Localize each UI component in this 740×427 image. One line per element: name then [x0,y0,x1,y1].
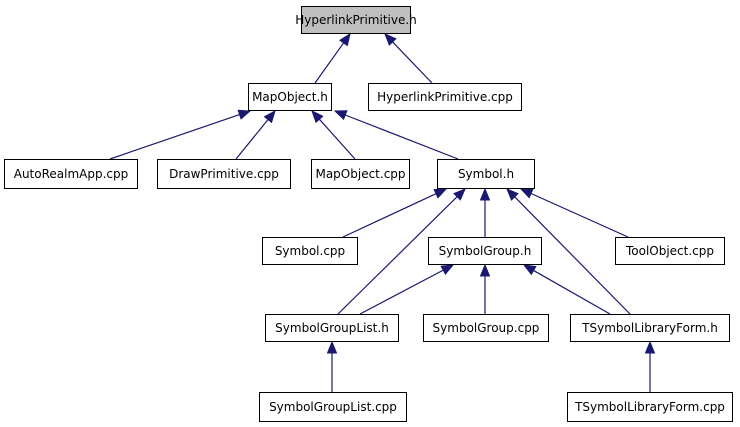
node-label: ToolObject.cpp [625,244,715,258]
arrowhead-symbolgrouplist_h-to-symbol_h [453,188,466,201]
arrowhead-toolobject_cpp-to-symbol_h [519,188,534,199]
node-hyperlinkprimitive-h[interactable]: HyperlinkPrimitive.h [295,6,417,34]
arrowhead-symbolgrouplist_h-to-symbolgroup_h [440,264,455,276]
arrowhead-hyperlink_primitive_cpp-to-hyperlink_primitive_h [384,33,397,46]
arrowhead-symbolgroup_h-to-symbol_h [479,187,491,201]
arrowhead-autorealmapp_cpp-to-mapobject_h [237,109,252,120]
node-label: Symbol.cpp [274,244,346,258]
arrowhead-drawprimitive_cpp-to-mapobject_h [263,109,276,124]
node-label: HyperlinkPrimitive.cpp [377,90,513,104]
node-label: AutoRealmApp.cpp [13,167,129,181]
node-toolobject-cpp[interactable]: ToolObject.cpp [615,237,725,265]
node-label: MapObject.h [252,90,328,104]
edge-symbolgrouplist_h-to-symbol_h [337,196,458,315]
node-symbolgroup-h[interactable]: SymbolGroup.h [428,237,542,265]
arrowhead-tsymbollibraryform_h-to-symbol_h [506,188,519,201]
edge-drawprimitive_cpp-to-mapobject_h [235,119,269,160]
arrowhead-symbol_h-to-mapobject_h [333,110,348,121]
arrowhead-symbol_cpp-to-symbol_h [433,188,448,199]
arrowhead-mapobject_h-to-hyperlink_primitive_h [339,32,351,47]
node-label: SymbolGroupList.h [275,321,389,335]
node-mapobject-cpp[interactable]: MapObject.cpp [311,159,410,189]
node-label: TSymbolLibraryForm.h [582,321,718,335]
node-hyperlinkprimitive-cpp[interactable]: HyperlinkPrimitive.cpp [368,83,522,111]
node-label: HyperlinkPrimitive.h [295,13,417,27]
edge-mapobject_h-to-hyperlink_primitive_h [314,42,345,84]
node-tsymbollibraryform-cpp[interactable]: TSymbolLibraryForm.cpp [567,392,733,422]
edge-autorealmapp_cpp-to-mapobject_h [109,113,240,160]
node-drawprimitive-cpp[interactable]: DrawPrimitive.cpp [157,159,291,189]
node-symbol-cpp[interactable]: Symbol.cpp [262,237,358,265]
edge-mapobject_cpp-to-mapobject_h [318,118,356,160]
edge-symbol_cpp-to-symbol_h [342,193,437,238]
node-label: DrawPrimitive.cpp [169,167,279,181]
arrowhead-symbolgrouplist_cpp-to-symbolgrouplist_h [326,340,338,354]
node-label: SymbolGroup.h [438,244,532,258]
node-autorealmapp-cpp[interactable]: AutoRealmApp.cpp [4,159,138,189]
node-tsymbollibraryform-h[interactable]: TSymbolLibraryForm.h [570,314,730,342]
node-label: Symbol.h [457,167,515,181]
node-mapobject-h[interactable]: MapObject.h [248,83,332,111]
edge-toolobject_cpp-to-symbol_h [530,192,629,238]
edge-tsymbollibraryform_h-to-symbol_h [514,196,631,315]
node-symbolgroup-cpp[interactable]: SymbolGroup.cpp [423,314,549,342]
node-label: SymbolGroupList.cpp [269,400,397,414]
arrowhead-symbolgroup_cpp-to-symbolgroup_h [479,263,491,277]
node-label: TSymbolLibraryForm.cpp [575,400,725,414]
arrowhead-mapobject_cpp-to-mapobject_h [311,110,324,124]
edge-symbolgrouplist_h-to-symbolgroup_h [359,269,444,315]
node-symbolgrouplist-h[interactable]: SymbolGroupList.h [265,314,399,342]
edge-symbol_h-to-mapobject_h [345,114,459,160]
node-symbolgrouplist-cpp[interactable]: SymbolGroupList.cpp [259,392,407,422]
arrowhead-tsymbollibraryform_cpp-to-tsymbollibraryform_h [644,340,656,354]
edge-tsymbollibraryform_h-to-symbolgroup_h [533,269,611,315]
node-symbol-h[interactable]: Symbol.h [437,159,535,189]
edge-hyperlink_primitive_cpp-to-hyperlink_primitive_h [392,41,433,84]
arrowhead-tsymbollibraryform_h-to-symbolgroup_h [522,264,537,276]
node-label: SymbolGroup.cpp [432,321,540,335]
node-label: MapObject.cpp [315,167,406,181]
